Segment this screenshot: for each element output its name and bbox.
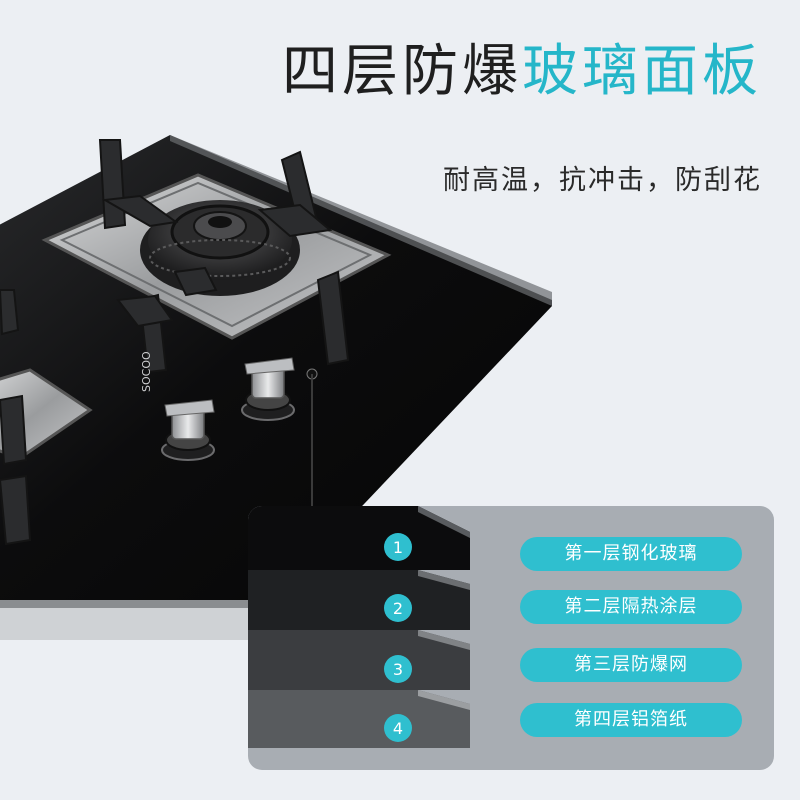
headline: 四层防爆玻璃面板 — [282, 44, 762, 100]
pan-support-left — [0, 289, 32, 546]
layer-number-1: 1 — [384, 533, 412, 561]
svg-text:SOCOO: SOCOO — [140, 351, 153, 392]
control-knob-right[interactable] — [241, 357, 295, 421]
layer-2-sheet — [248, 570, 470, 630]
layer-3-sheet — [248, 630, 470, 690]
headline-accent: 玻璃面板 — [522, 39, 762, 104]
callout-pointer — [306, 368, 318, 508]
headline-dark: 四层防爆 — [282, 39, 522, 104]
layer-4-sheet — [248, 690, 470, 748]
pan-support-right — [98, 139, 350, 374]
svg-text:4: 4 — [393, 719, 403, 738]
layer-number-3: 3 — [384, 655, 412, 683]
layer-label-3: 第三层防爆网 — [520, 648, 742, 682]
subline: 耐高温，抗冲击，防刮花 — [443, 165, 762, 196]
brand-logo: SOCOO — [140, 351, 153, 392]
layer-1-sheet — [248, 506, 470, 570]
layer-number-4: 4 — [384, 714, 412, 742]
svg-text:1: 1 — [393, 538, 403, 557]
layer-label-2: 第二层隔热涂层 — [520, 590, 742, 624]
svg-text:3: 3 — [393, 660, 403, 679]
control-knob-left[interactable] — [161, 399, 215, 461]
layer-number-2: 2 — [384, 594, 412, 622]
layer-label-1: 第一层钢化玻璃 — [520, 537, 742, 571]
layer-label-4: 第四层铝箔纸 — [520, 703, 742, 737]
svg-text:2: 2 — [393, 599, 403, 618]
